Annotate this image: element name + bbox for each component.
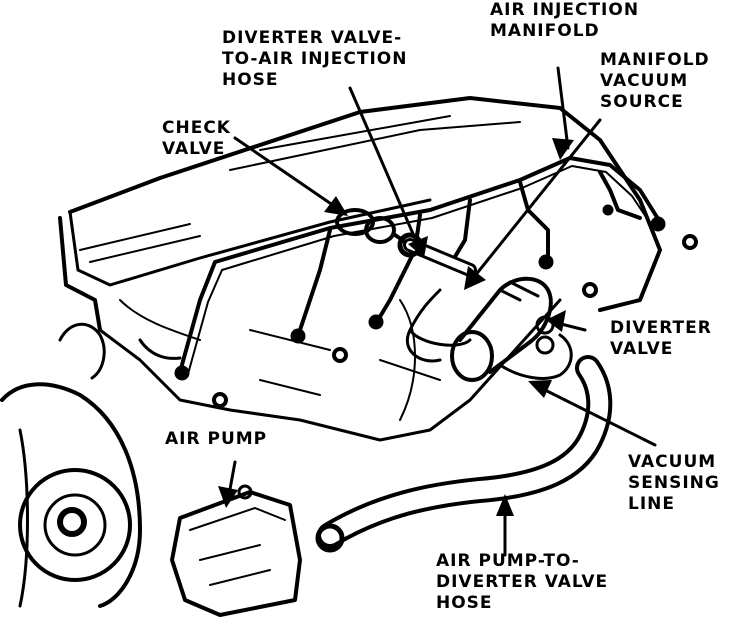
engine-block [58, 96, 662, 442]
bolts [212, 234, 698, 408]
label-diverter-valve-to-air-injection-hose: DIVERTER VALVE- TO-AIR INJECTION HOSE [222, 28, 408, 90]
label-check-valve: CHECK VALVE [162, 118, 231, 159]
label-air-injection-manifold: AIR INJECTION MANIFOLD [490, 0, 640, 41]
air-pump-hose [315, 355, 613, 553]
label-vacuum-sensing-line: VACUUM SENSING LINE [628, 452, 720, 514]
label-air-pump: AIR PUMP [165, 429, 268, 449]
vacuum-sensing-line-tube [405, 328, 573, 380]
label-diverter-valve: DIVERTER VALVE [610, 318, 712, 359]
pulley-cover [0, 382, 142, 608]
air-injection-manifold-tubes [174, 156, 666, 381]
label-air-pump-to-diverter-valve-hose: AIR PUMP-TO- DIVERTER VALVE HOSE [436, 551, 609, 613]
leader-lines [218, 66, 657, 557]
label-manifold-vacuum-source: MANIFOLD VACUUM SOURCE [600, 50, 710, 112]
air-pump-body [170, 484, 302, 617]
